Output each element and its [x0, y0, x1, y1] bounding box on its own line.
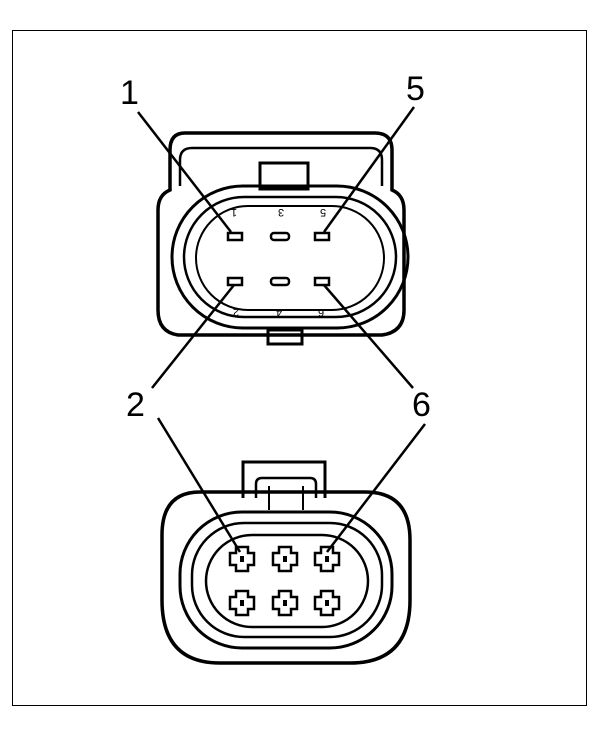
component-seal-inner	[182, 195, 398, 319]
cavity-contacts	[240, 556, 329, 606]
cavity-1	[228, 545, 256, 573]
component-seal-outer	[170, 184, 410, 330]
callout-1: 1	[120, 74, 139, 112]
harness-latch-inner	[254, 476, 318, 498]
pin-1	[226, 231, 244, 242]
leader-2	[151, 284, 235, 389]
leader-1	[137, 111, 232, 233]
component-housing-inner	[192, 146, 384, 186]
pin-4	[269, 276, 291, 287]
component-housing	[156, 131, 406, 337]
pin-number-label: 3	[278, 206, 284, 218]
harness-latch	[241, 460, 327, 498]
cavity-2	[228, 589, 256, 617]
pin-5	[313, 231, 331, 242]
harness-cavities	[228, 545, 341, 617]
cavity-3	[271, 545, 299, 573]
diagram-frame	[12, 30, 587, 706]
component-housing-inner-left	[178, 146, 193, 186]
pin-number-label: 1	[231, 206, 237, 218]
component-pin-face	[195, 205, 385, 311]
pin-number-label: 5	[320, 206, 326, 218]
cavity-5	[313, 545, 341, 573]
pin-3	[269, 231, 291, 242]
callout-6: 6	[412, 386, 431, 424]
cavity-4	[271, 589, 299, 617]
harness-pin-face	[204, 533, 370, 629]
component-latch	[258, 161, 310, 191]
leader-6	[323, 284, 414, 389]
leader-2-lower	[156, 417, 242, 553]
harness-housing	[160, 490, 412, 665]
harness-ring-1	[178, 510, 394, 650]
component-bottom-tab	[266, 328, 304, 346]
pin-number-label: 2	[233, 306, 239, 318]
callout-5: 5	[406, 70, 425, 108]
pin-number-label: 4	[276, 306, 282, 318]
pin-6	[313, 276, 331, 287]
cavity-6	[313, 589, 341, 617]
pin-2	[226, 276, 244, 287]
harness-connector	[160, 460, 412, 665]
leader-lines	[137, 106, 426, 553]
leader-6-lower	[326, 423, 426, 553]
pin-number-label: 6	[318, 306, 324, 318]
harness-ring-2	[190, 521, 384, 639]
callout-2: 2	[126, 386, 145, 424]
component-connector: 1 3 5 2 4 6	[156, 131, 410, 346]
leader-5	[322, 106, 416, 233]
